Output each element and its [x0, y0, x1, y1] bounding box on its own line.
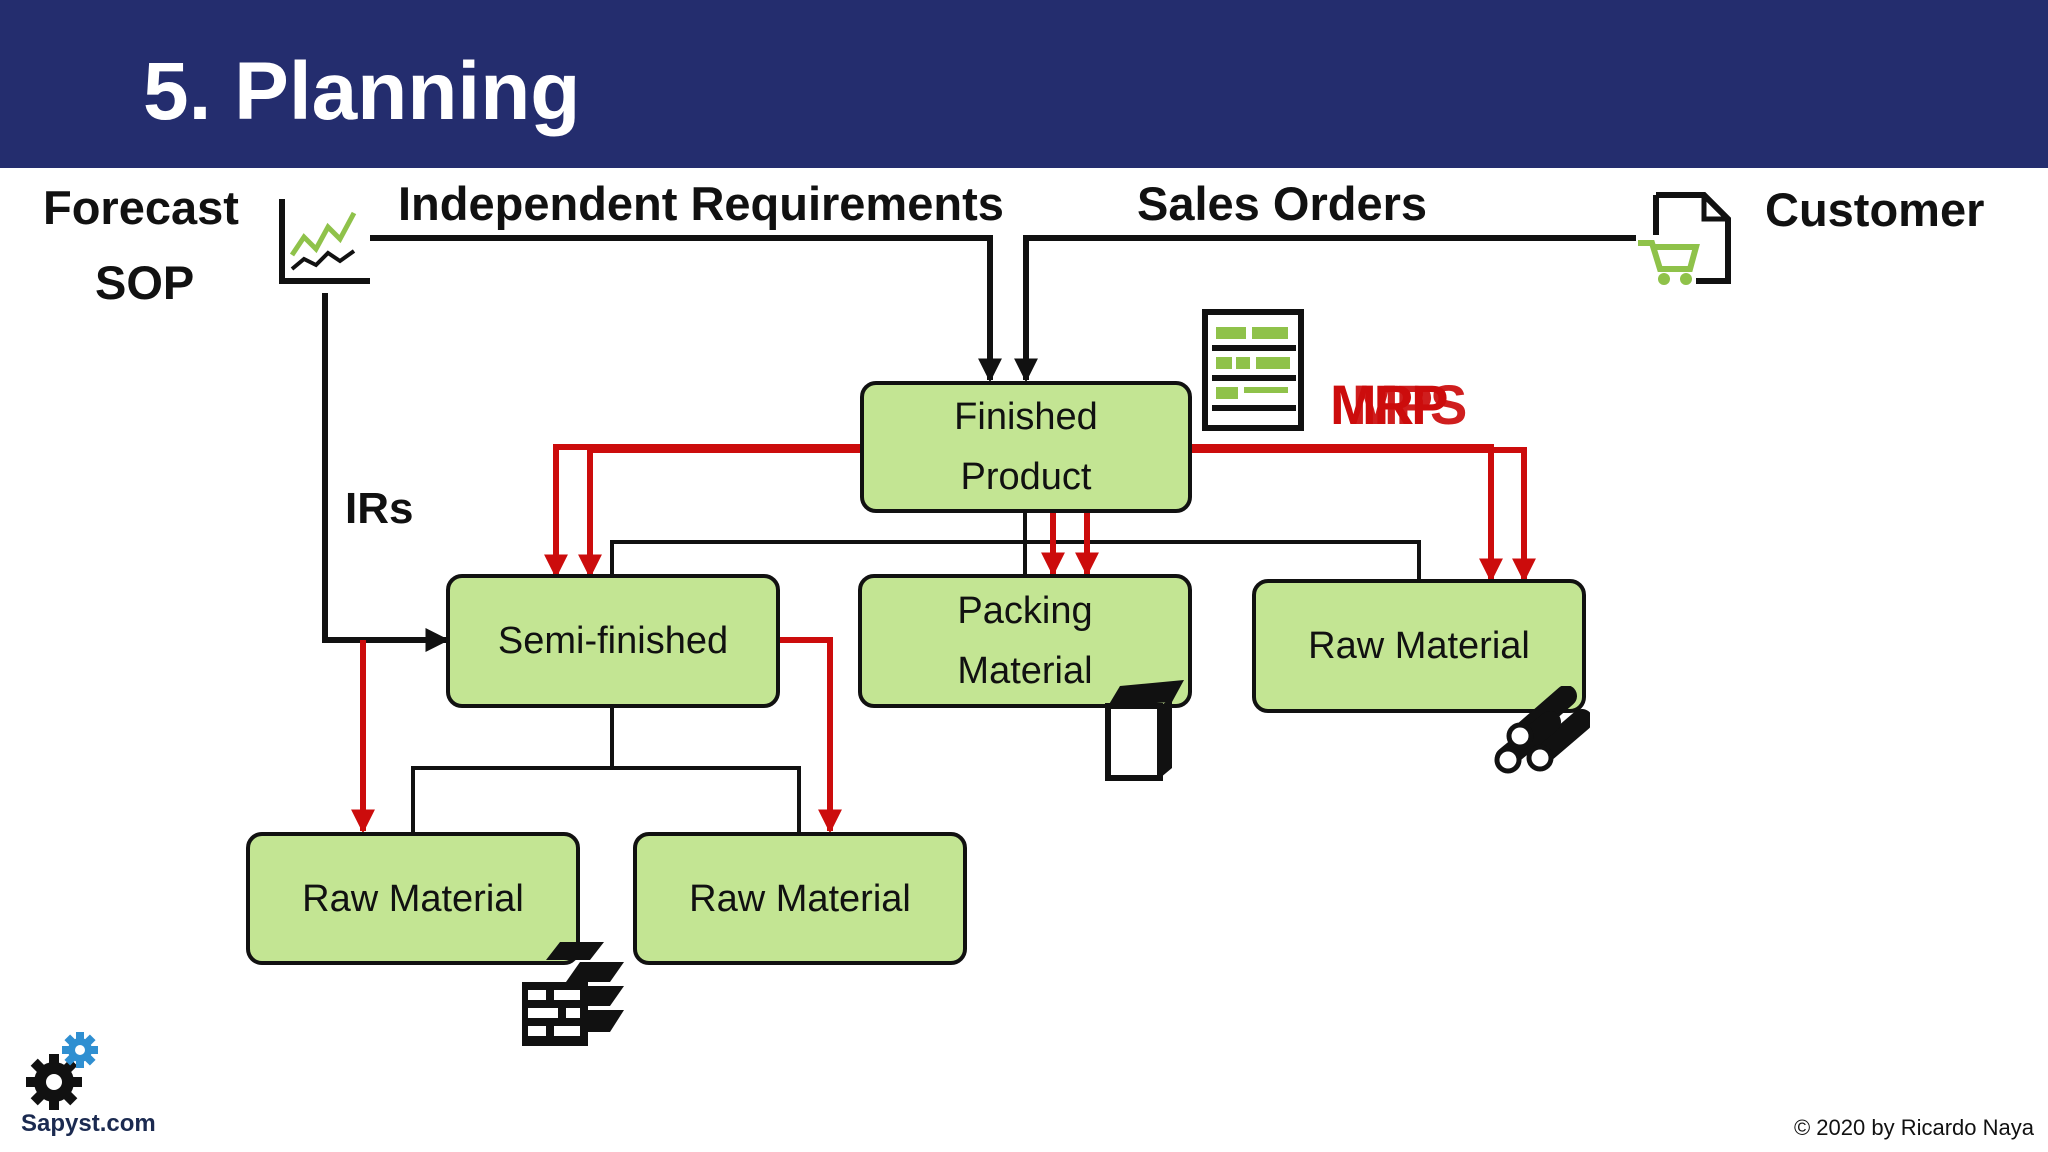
- customer-label: Customer: [1765, 183, 1985, 236]
- copyright-text: © 2020 by Ricardo Naya: [1793, 1115, 2034, 1140]
- raw-material-right-box: Raw Material: [1252, 579, 1586, 713]
- box-label-line: Semi-finished: [497, 620, 729, 662]
- box-label-line: Raw Material: [302, 877, 524, 920]
- gear-logo-icon: [26, 1032, 98, 1110]
- sales-orders-line: [1014, 235, 1636, 383]
- box-label-line: Packing: [957, 590, 1093, 632]
- box-label-line: Finished: [954, 396, 1098, 438]
- box-label-line: Product: [960, 456, 1092, 498]
- irs-line: [322, 293, 450, 652]
- packing-material-box: Packing Material: [858, 574, 1192, 708]
- chart-icon: [279, 199, 370, 284]
- box-label-line: Raw Material: [1308, 625, 1530, 667]
- packing-box-icon: [1105, 680, 1184, 781]
- raw-material-center-box: Raw Material: [633, 832, 967, 965]
- mrp-arrows: [351, 444, 1536, 834]
- finished-product-box: Finished Product: [860, 381, 1192, 513]
- mps-label: MPS: [1352, 373, 1467, 436]
- cart-document-icon: [1638, 192, 1731, 285]
- slide-title: 5. Planning: [143, 46, 581, 137]
- independent-requirements-label: Independent Requirements: [398, 177, 1004, 230]
- mps-list-icon: [1202, 309, 1304, 431]
- sales-orders-label: Sales Orders: [1137, 177, 1428, 230]
- pipes-icon: [1494, 686, 1590, 774]
- bricks-beams-icon: [522, 942, 624, 1046]
- slide-header: 5. Planning: [0, 0, 2048, 168]
- semi-finished-box: Semi-finished: [446, 574, 780, 708]
- box-label-line: Material: [957, 650, 1093, 692]
- irs-label: IRs: [345, 484, 414, 533]
- raw-material-left-box: Raw Material: [246, 832, 580, 965]
- bom-structure-lines: [411, 511, 1421, 833]
- forecast-label: Forecast: [43, 181, 239, 234]
- independent-requirements-line: [370, 235, 1002, 383]
- sop-label: SOP: [95, 256, 195, 309]
- mrp-label: MRP: [1330, 373, 1448, 436]
- box-label-line: Raw Material: [689, 877, 911, 920]
- logo-text: Sapyst.com: [21, 1110, 156, 1137]
